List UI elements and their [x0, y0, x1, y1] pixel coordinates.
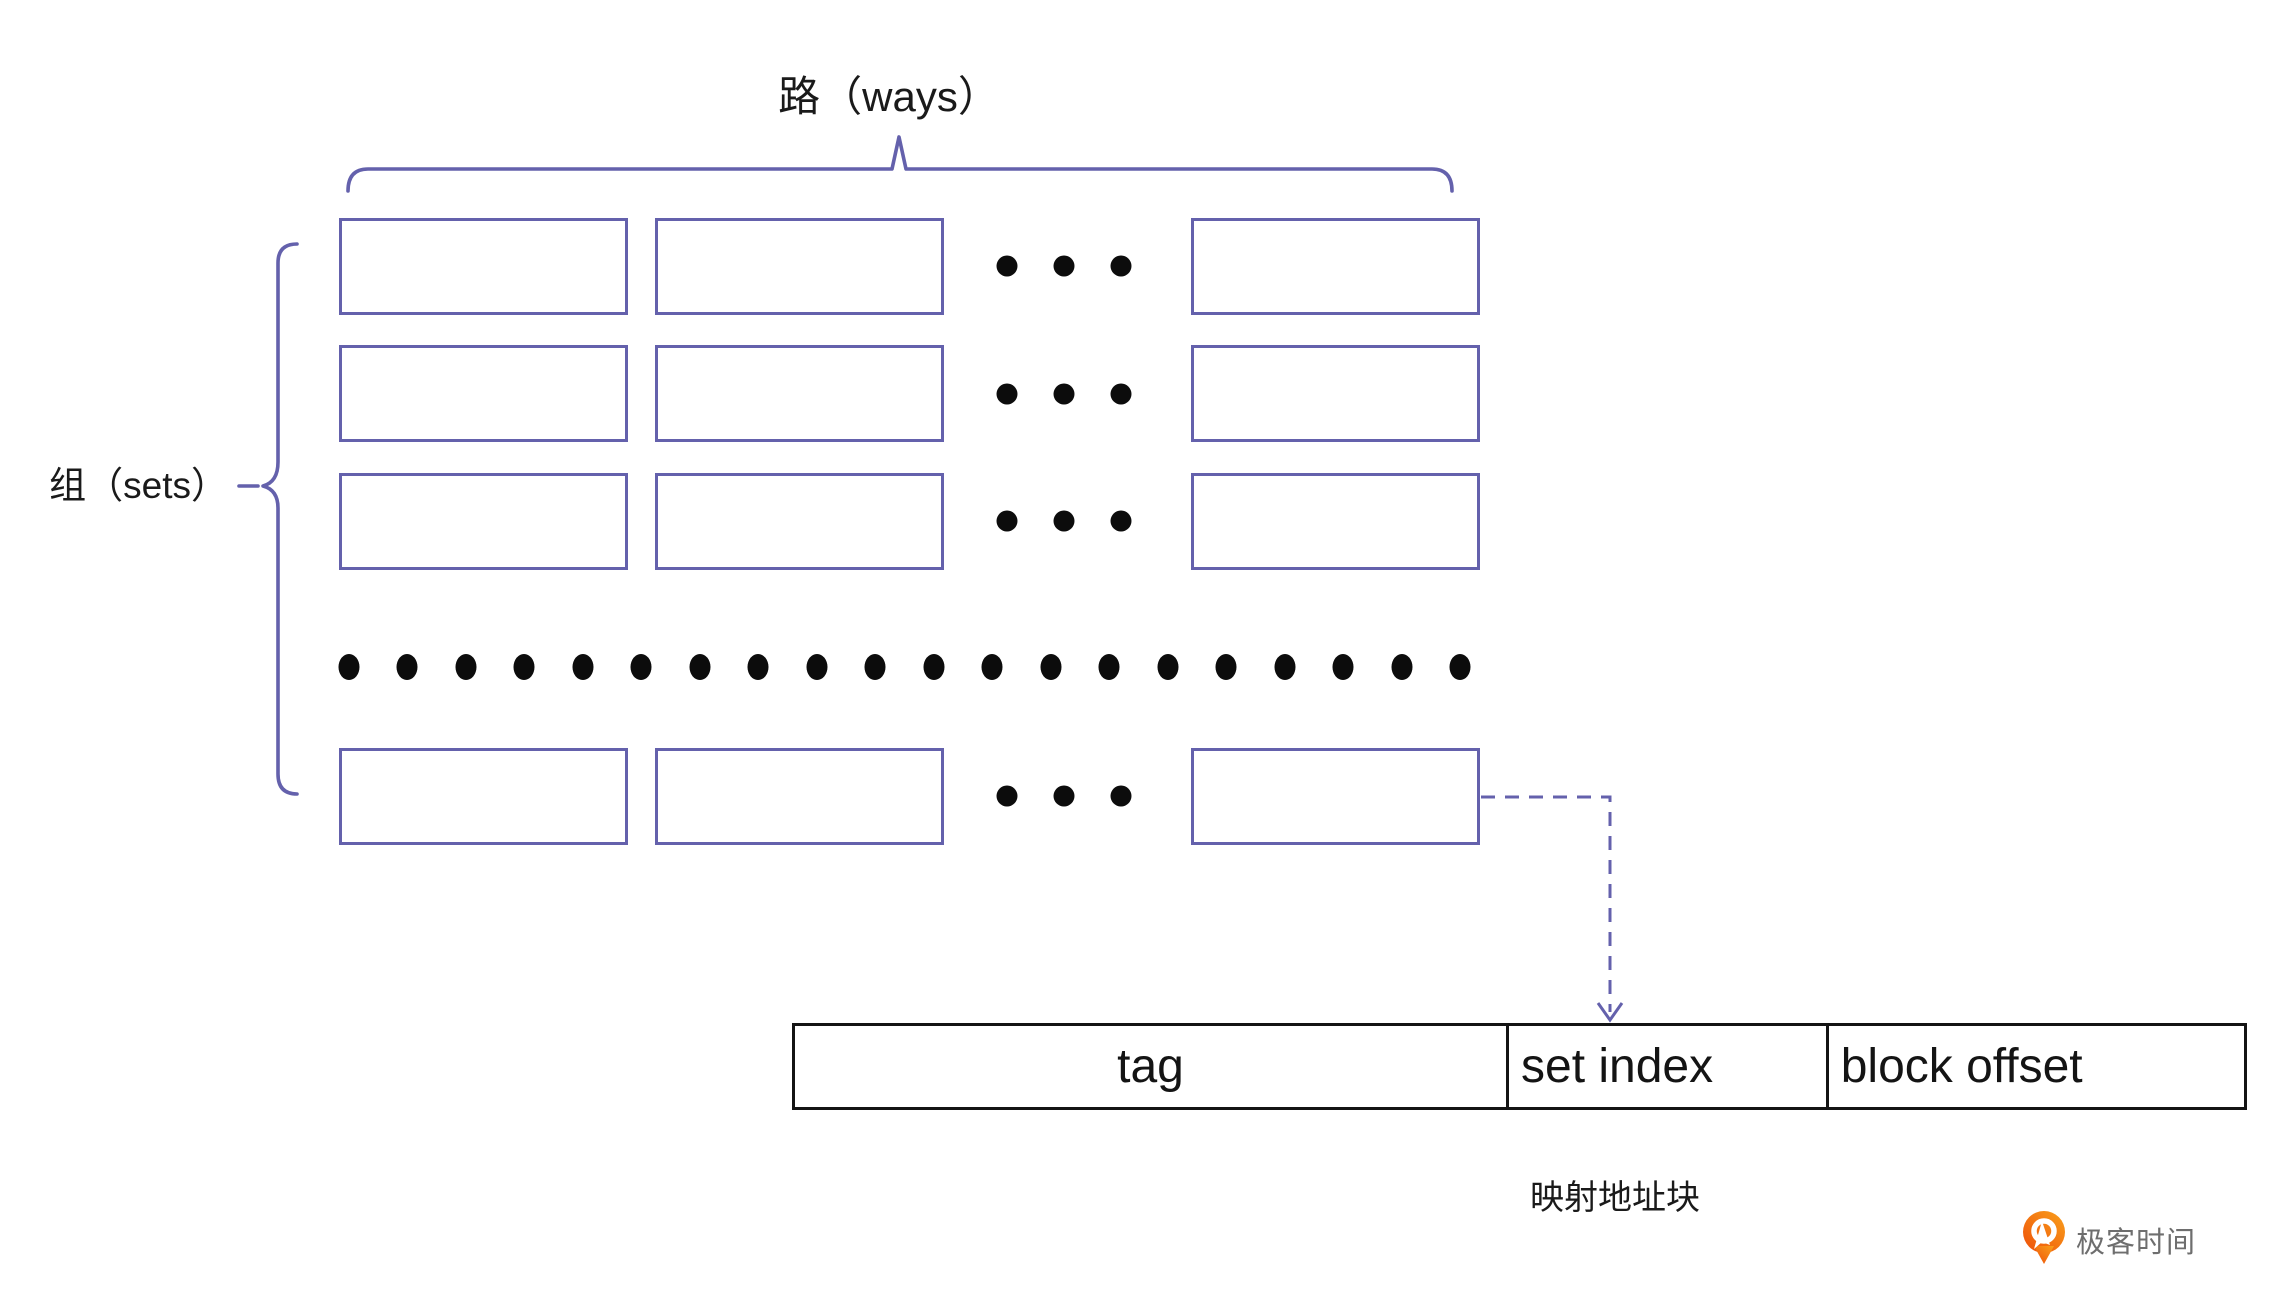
cache-line-box	[655, 218, 944, 315]
cache-line-box	[1191, 748, 1480, 845]
cache-line-box	[1191, 218, 1480, 315]
address-table: tag set index block offset	[792, 1023, 2247, 1110]
cache-line-box	[339, 218, 628, 315]
address-cell-set-index: set index	[1506, 1026, 1826, 1107]
geektime-logo-text: 极客时间	[2076, 1227, 2197, 1259]
cache-line-box	[655, 473, 944, 570]
mapping-caption: 映射地址块	[1530, 1179, 1700, 1217]
ways-label: 路（ways）	[778, 73, 1000, 120]
arrow-head	[1596, 1002, 1624, 1023]
address-cell-block-offset: block offset	[1825, 1026, 2244, 1107]
cache-line-box	[339, 748, 628, 845]
cache-line-box	[655, 345, 944, 442]
geektime-logo-icon	[2023, 1211, 2065, 1264]
cache-line-box	[655, 748, 944, 845]
cache-line-box	[1191, 345, 1480, 442]
ellipsis-dots-columns	[996, 255, 1132, 807]
ellipsis-dots-rows	[338, 654, 1471, 680]
geektime-logo: 极客时间	[2022, 1211, 2196, 1265]
sets-label: 组（sets）	[49, 465, 228, 506]
cache-line-box	[339, 345, 628, 442]
sets-brace	[237, 242, 299, 796]
address-cell-tag: tag	[1117, 1040, 1184, 1093]
mapping-arrow	[1481, 795, 1624, 1023]
ways-brace	[346, 135, 1454, 193]
cache-line-box	[339, 473, 628, 570]
cache-line-box	[1191, 473, 1480, 570]
